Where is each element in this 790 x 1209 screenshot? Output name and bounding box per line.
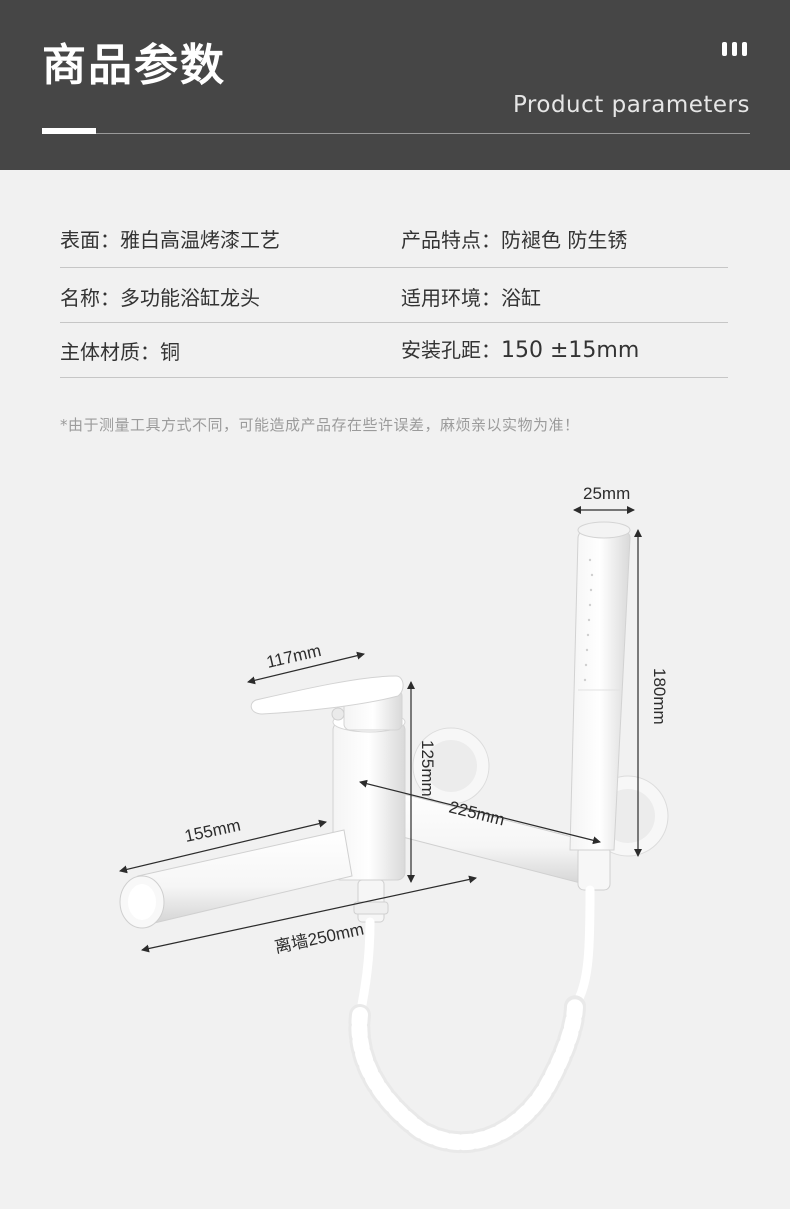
shower-holder [577, 845, 611, 891]
menu-dots-icon [722, 42, 752, 56]
dim-shower-length: 180mm [650, 668, 669, 725]
spec-value: 防褪色 防生锈 [501, 228, 628, 252]
spec-row: 主体材质：铜 安装孔距：150 ±15mm [60, 322, 728, 378]
spec-key: 安装孔距： [401, 338, 501, 362]
spec-key: 名称： [60, 286, 120, 310]
spec-row: 表面：雅白高温烤漆工艺 产品特点：防褪色 防生锈 [60, 212, 728, 268]
spec-value: 浴缸 [501, 286, 541, 310]
dim-handle-length: 117mm [265, 641, 323, 672]
spec-key: 适用环境： [401, 286, 501, 310]
hand-shower [569, 521, 631, 851]
measurement-note: *由于测量工具方式不同，可能造成产品存在些许误差，麻烦亲以实物为准！ [60, 416, 580, 434]
spec-key: 表面： [60, 228, 120, 252]
dim-wall-distance: 离墙250mm [273, 919, 366, 956]
spec-name: 名称：多功能浴缸龙头 [60, 282, 260, 311]
spout [119, 829, 353, 929]
header-banner: 商品参数 Product parameters [0, 0, 790, 170]
spec-value: 雅白高温烤漆工艺 [120, 228, 280, 252]
faucet-diagram: 117mm 125mm 155mm 225mm 离墙250mm 25mm 180… [119, 484, 669, 1154]
spec-value: 铜 [160, 340, 180, 364]
spec-features: 产品特点：防褪色 防生锈 [401, 224, 627, 253]
spec-material: 主体材质：铜 [60, 336, 180, 365]
coiled-hose [348, 885, 595, 1154]
spec-key: 产品特点： [401, 228, 501, 252]
spec-value: 150 ±15mm [501, 338, 640, 363]
dim-shower-width: 25mm [583, 484, 630, 503]
spec-surface: 表面：雅白高温烤漆工艺 [60, 224, 280, 253]
dimension-lines [119, 506, 642, 953]
page-subtitle: Product parameters [512, 92, 750, 118]
spec-key: 主体材质： [60, 340, 160, 364]
dim-body-height: 125mm [418, 740, 437, 797]
spec-value: 多功能浴缸龙头 [120, 286, 260, 310]
header-divider [42, 133, 750, 134]
dim-spout-length: 155mm [183, 816, 242, 846]
page-title: 商品参数 [42, 40, 226, 91]
spec-hole-distance: 安装孔距：150 ±15mm [401, 334, 639, 363]
header-accent-bar [42, 128, 96, 134]
spec-row: 名称：多功能浴缸龙头 适用环境：浴缸 [60, 267, 728, 323]
spec-environment: 适用环境：浴缸 [401, 282, 541, 311]
